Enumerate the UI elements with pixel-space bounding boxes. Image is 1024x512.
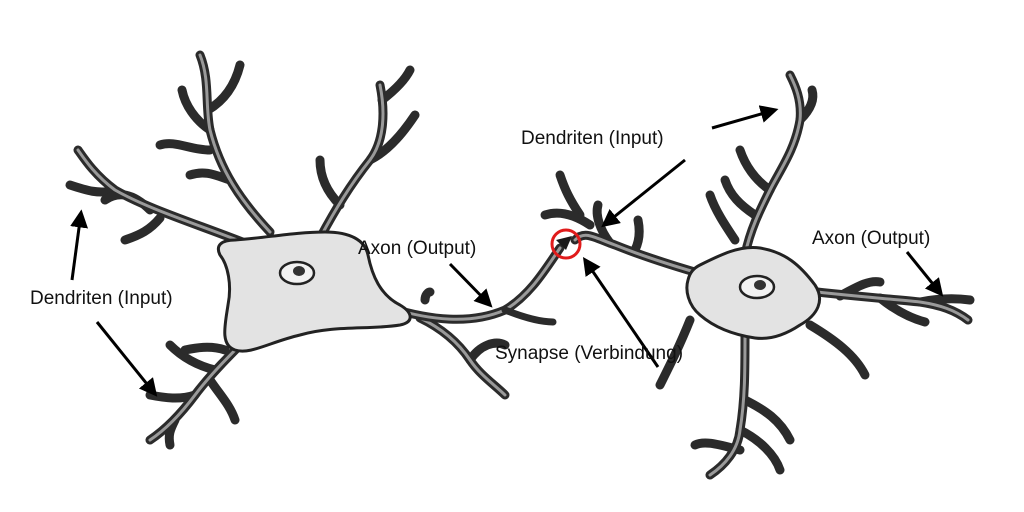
label-left-axon: Axon (Output) (358, 238, 477, 259)
arrow-left-dendrites-up (70, 209, 89, 281)
arrow-right-axon (905, 251, 944, 297)
label-right-axon: Axon (Output) (812, 228, 931, 249)
synapse-marker (550, 228, 582, 260)
arrow-left-dendrites-down (95, 321, 158, 397)
label-left-dendrites: Dendriten (Input) (30, 288, 173, 309)
label-synapse: Synapse (Verbindung) (495, 343, 684, 364)
right-neuron (540, 70, 975, 480)
arrow-right-dendrites-low (601, 158, 686, 228)
arrow-left-axon (448, 262, 493, 308)
arrow-right-dendrites-high (711, 105, 779, 130)
left-soma (216, 230, 412, 353)
synapse-terminal (556, 236, 572, 250)
annotation-arrows (70, 105, 944, 397)
arrow-synapse (582, 257, 660, 368)
label-right-dendrites: Dendriten (Input) (521, 128, 664, 149)
left-nucleolus (293, 266, 305, 276)
left-neuron (65, 50, 565, 450)
right-nucleolus (754, 280, 766, 290)
